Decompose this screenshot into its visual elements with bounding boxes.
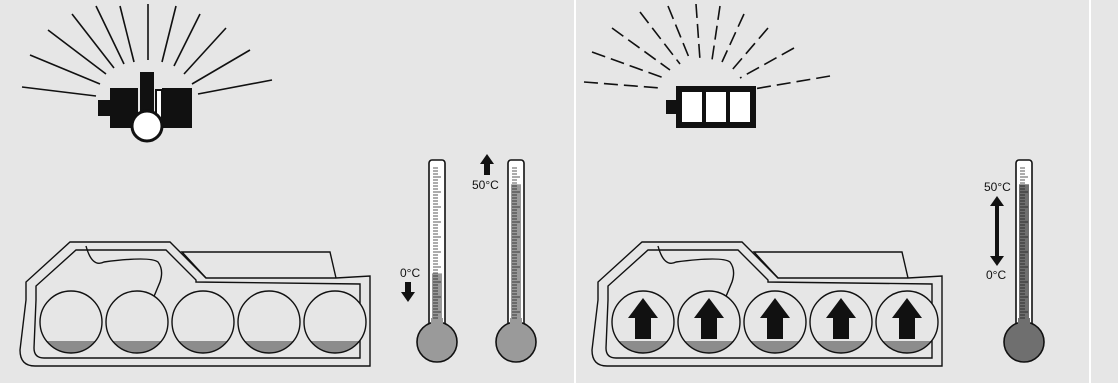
thermometers <box>416 159 1045 363</box>
discharge-cell-1 <box>39 290 103 354</box>
battery-charging-icon <box>666 86 756 128</box>
label-50c-right: 50°C <box>984 180 1011 194</box>
battery-rays <box>583 3 831 91</box>
label-0c-left: 0°C <box>400 266 421 280</box>
arrow-up-icon <box>826 298 856 339</box>
charge-cell-4 <box>809 290 873 354</box>
arrow-up-icon <box>694 298 724 339</box>
motor-rays <box>21 4 273 97</box>
thermometer-scale <box>1020 167 1028 319</box>
charge-cell-2 <box>677 290 741 354</box>
thermometer-range <box>1003 159 1045 363</box>
cells-discharge <box>39 290 367 354</box>
arrow-up-icon <box>892 298 922 339</box>
charge-cell-5 <box>875 290 939 354</box>
battery-pack-discharge <box>19 241 371 367</box>
motor-icon <box>98 72 192 143</box>
arrow-up-icon <box>628 298 658 339</box>
discharge-cell-2 <box>105 290 169 354</box>
panel-partial <box>1091 0 1118 383</box>
arrow-up-icon <box>760 298 790 339</box>
thermometer-scale <box>512 167 520 319</box>
charge-cell-1 <box>611 290 675 354</box>
label-50c-left: 50°C <box>472 178 499 192</box>
battery-pack-charge <box>591 241 943 367</box>
charge-cell-3 <box>743 290 807 354</box>
discharge-cell-5 <box>303 290 367 354</box>
cells-charge <box>611 290 939 354</box>
label-0c-right: 0°C <box>986 268 1007 282</box>
discharge-cell-4 <box>237 290 301 354</box>
arrow-down-0c <box>401 282 415 302</box>
thermometer-50c <box>495 159 537 363</box>
discharge-cell-3 <box>171 290 235 354</box>
thermometer-scale <box>433 167 441 319</box>
arrow-double-range <box>990 196 1004 266</box>
thermometer-0c <box>416 159 458 363</box>
arrow-up-50c <box>480 154 494 175</box>
